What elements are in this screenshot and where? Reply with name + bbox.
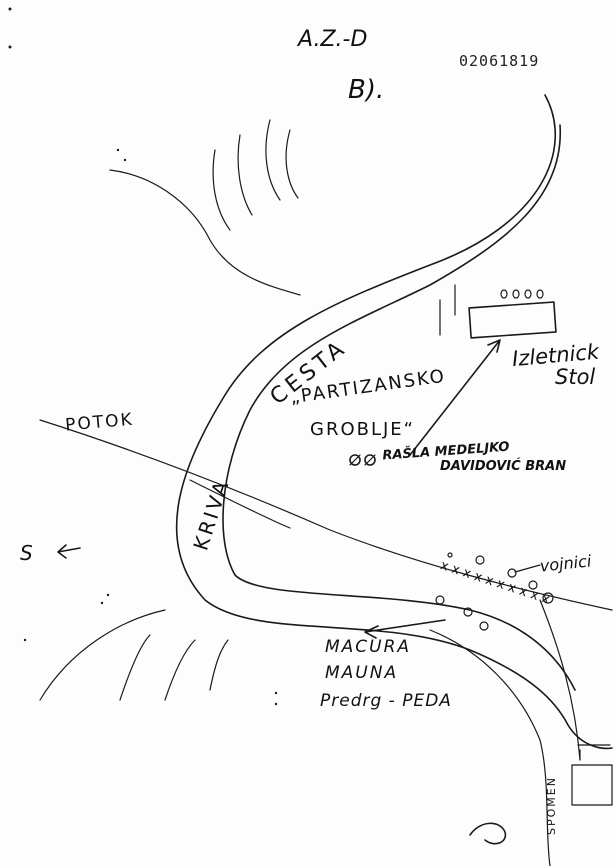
monument-shape (571, 764, 613, 806)
names-pointer-arrow (364, 619, 446, 639)
terrain-hatch-3 (265, 119, 281, 201)
document-number: 02061819 (459, 52, 540, 70)
grave-pointer-arrow (409, 339, 501, 456)
grave-note-line2: DAVIDOVIĆ BRAN (440, 458, 566, 474)
header-mark: B). (348, 75, 384, 105)
soldiers-label: vojnici (539, 551, 593, 575)
lower-path (429, 629, 551, 866)
header-code: A.Z.-D (296, 27, 367, 52)
cemetery-label-line2: GROBLJE“ (310, 419, 415, 440)
terrain-lower-3 (164, 639, 196, 701)
bottom-scribble-icon (469, 822, 507, 845)
road-inner-edge (222, 124, 576, 691)
terrain-hatch-2 (237, 134, 253, 216)
monument-detail (577, 744, 611, 761)
lower-path-2 (539, 599, 581, 761)
picnic-label-line2: Stol (555, 365, 595, 389)
svg-text:x x x x x x x x x x: x x x x x x x x x x (438, 558, 551, 608)
names-line3: Predrg - PEDA (320, 691, 452, 711)
terrain-hatch-4 (285, 129, 299, 199)
terrain-hatch-1 (212, 149, 231, 231)
stream-line (39, 419, 613, 611)
names-line2: MAUNA (325, 663, 398, 683)
soldiers-pointer (514, 564, 541, 573)
terrain-lower-2 (119, 634, 151, 701)
picnic-chairs (500, 289, 544, 299)
terrain-lower-1 (39, 609, 166, 701)
fence-posts (439, 284, 456, 336)
terrain-curve-1 (109, 169, 301, 296)
stream-line-lower (189, 479, 291, 529)
scatter-dots (8, 7, 278, 706)
names-line1: MACURA (325, 637, 411, 657)
picnic-table-shape (468, 301, 557, 339)
road-outer-edge (175, 94, 613, 750)
curve-label: KRIVA (188, 475, 234, 553)
stream-label: POTOK (65, 410, 135, 436)
direction-arrow-icon (57, 544, 81, 559)
north-mark: S (20, 541, 33, 565)
monument-label: SPOMEN (545, 776, 558, 835)
grave-markers (349, 454, 376, 466)
terrain-lower-4 (209, 639, 229, 691)
